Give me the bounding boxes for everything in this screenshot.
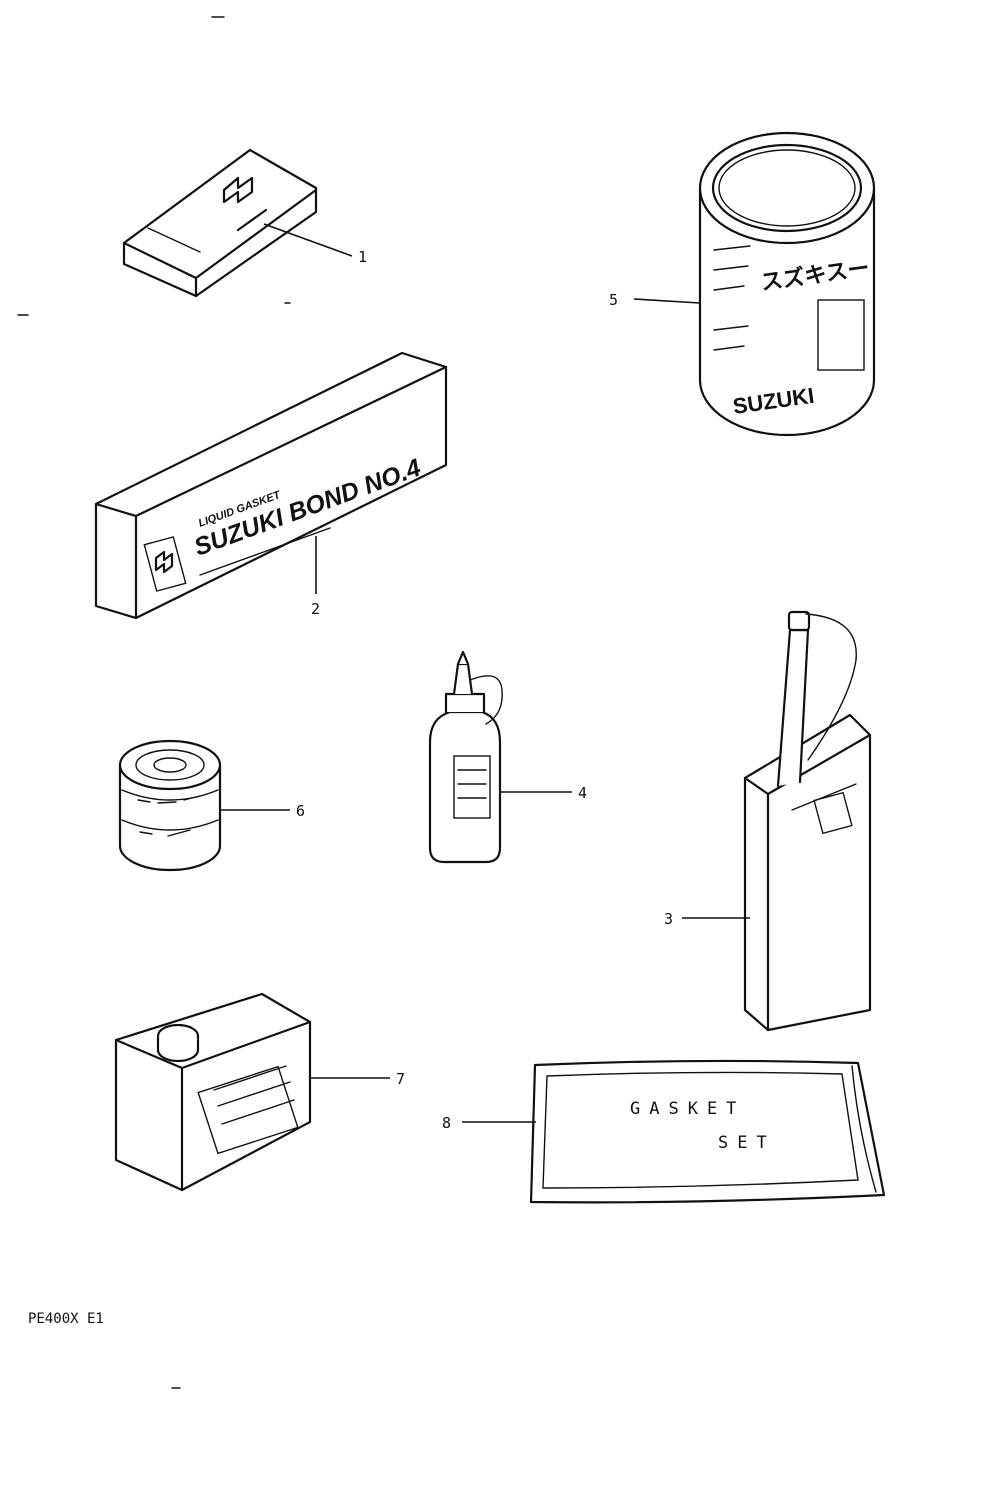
suzuki-logo-icon — [222, 176, 254, 204]
gasket-set-line2: SET — [718, 1133, 776, 1153]
callout-7: 7 — [396, 1070, 405, 1088]
part-3-oil-can — [743, 610, 872, 1032]
callout-1: 1 — [358, 248, 367, 266]
part-7-square-tin — [114, 992, 312, 1192]
part-8-gasket-envelope: GASKET SET — [529, 1059, 886, 1204]
part-4-bottle — [428, 650, 503, 864]
part-2-bond-box: LIQUID GASKET SUZUKI BOND NO.4 — [94, 351, 448, 620]
scan-marks — [17, 16, 291, 1389]
callout-2: 2 — [311, 600, 320, 618]
diagram-code: PE400X E1 — [28, 1311, 104, 1327]
part-6-tin — [118, 739, 222, 872]
gasket-set-line1: GASKET — [630, 1099, 745, 1119]
callout-5: 5 — [609, 291, 618, 309]
callout-6: 6 — [296, 802, 305, 820]
suzuki-logo-icon — [154, 550, 174, 574]
callout-4: 4 — [578, 784, 587, 802]
part-1-case — [122, 148, 318, 298]
callout-8: 8 — [442, 1114, 451, 1132]
part-5-can: スズキスー SUZUKI — [698, 131, 876, 437]
callout-3: 3 — [664, 910, 673, 928]
